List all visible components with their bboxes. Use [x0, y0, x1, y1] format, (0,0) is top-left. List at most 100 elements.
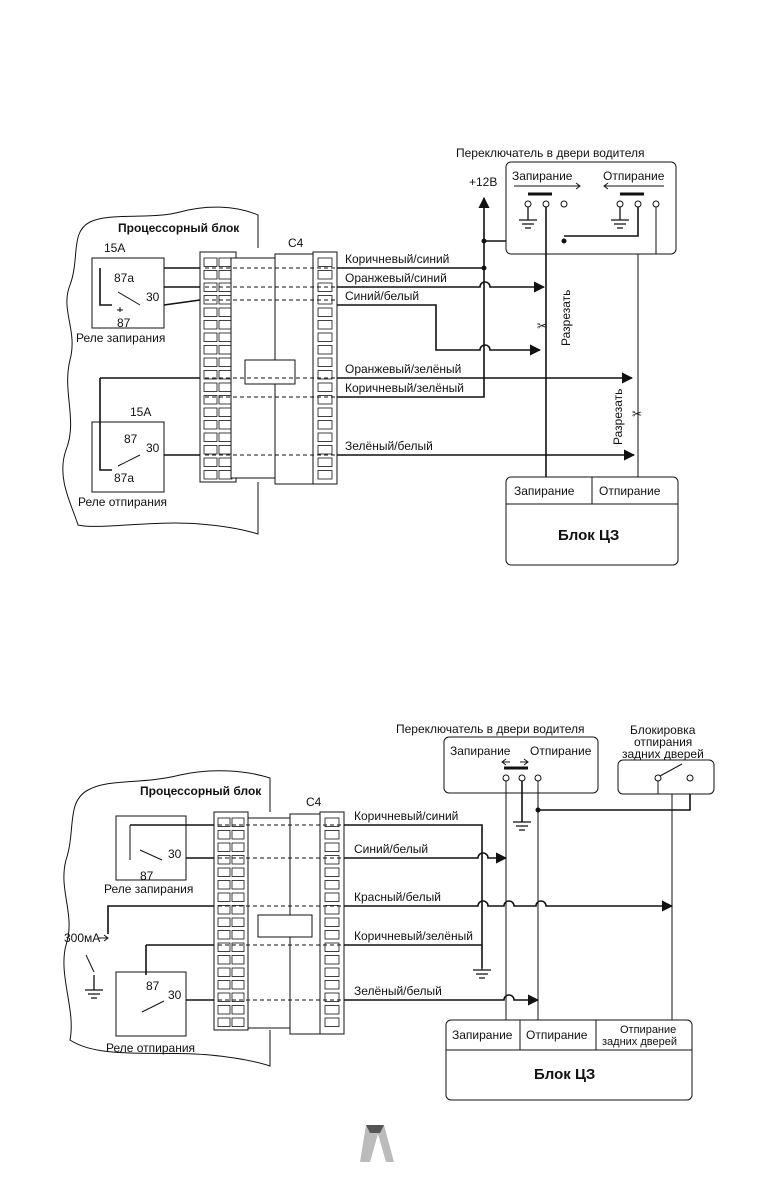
- wire-label-0: Коричневый/синий: [345, 252, 449, 266]
- connector-pin: [203, 432, 218, 442]
- connector-pin: [317, 332, 333, 342]
- connector-pin: [203, 407, 218, 417]
- relay-unlock-box: [91, 421, 165, 493]
- relay-unlock-pin-87-2: 87: [146, 979, 160, 993]
- connector-pin: [217, 955, 231, 965]
- connector-pin: [324, 917, 340, 927]
- connector-pin: [218, 332, 233, 342]
- connector-pin: [218, 382, 233, 392]
- connector-pin: [231, 830, 245, 840]
- connector-pin: [324, 880, 340, 890]
- connector-pin: [324, 905, 340, 915]
- connector-pin: [218, 407, 233, 417]
- connector-pin: [218, 445, 233, 455]
- connector-label: С4: [288, 236, 304, 250]
- connector-pin: [203, 282, 218, 292]
- connector-pin: [203, 345, 218, 355]
- wire-label-2: Синий/белый: [345, 289, 419, 303]
- rear-door-block-box: [617, 759, 715, 795]
- connector-pin: [317, 320, 333, 330]
- switch-lock-label: Запирание: [512, 169, 573, 183]
- connector-pin: [203, 470, 218, 480]
- connector-latch-2: [257, 914, 313, 938]
- fuse-15a-top: 15А: [104, 241, 125, 255]
- wire-orange-blue: [337, 281, 546, 293]
- relay-unlock-label: Реле отпирания: [78, 495, 167, 509]
- connector-pin: [231, 955, 245, 965]
- scissors-icon: ✂: [537, 319, 547, 333]
- connector-pin: [218, 420, 233, 430]
- connector-pin: [231, 917, 245, 927]
- connector-pin: [231, 980, 245, 990]
- processor-block-outline-2: [63, 770, 271, 1067]
- connector-pin: [324, 892, 340, 902]
- processor-block-outline: [62, 206, 259, 535]
- wire2-label-0: Коричневый/синий: [354, 809, 458, 823]
- connector-pin: [217, 842, 231, 852]
- relay-lock-pin-87: 87: [117, 316, 131, 330]
- connector-pin: [317, 345, 333, 355]
- connector-pin: [217, 855, 231, 865]
- relay-unlock-pin-30-2: 30: [168, 988, 182, 1002]
- relay-lock-label-2: Реле запирания: [104, 882, 193, 896]
- connector-pin: [203, 270, 218, 280]
- plus12-label: +12В: [469, 175, 497, 189]
- wire2-brown-blue: [344, 824, 483, 968]
- cz2-block-title: Блок ЦЗ: [534, 1066, 595, 1083]
- connector-pin: [324, 855, 340, 865]
- connector-pin: [231, 967, 245, 977]
- driver-switch-title-2: Переключатель в двери водителя: [396, 722, 584, 736]
- connector-pin: [203, 420, 218, 430]
- cz2-lock-label: Запирание: [452, 1028, 513, 1042]
- connector-pin: [217, 817, 231, 827]
- switch-unlock-label: Отпирание: [603, 169, 665, 183]
- relay-unlock-box-2: [115, 971, 187, 1037]
- connector-pin: [324, 817, 340, 827]
- connector-pin: [324, 867, 340, 877]
- cz-lock-label: Запирание: [514, 484, 575, 498]
- cz-block-box-2: [445, 1019, 693, 1101]
- connector-pin: [217, 892, 231, 902]
- connector-pin: [217, 992, 231, 1002]
- connector-pin: [217, 880, 231, 890]
- connector-pin: [218, 320, 233, 330]
- relay-lock-contact: [117, 291, 141, 306]
- connector-pin: [203, 320, 218, 330]
- connector-pin: [317, 432, 333, 442]
- connector-pin: [231, 842, 245, 852]
- wire2-red-white: [344, 900, 674, 912]
- relay-lock-pin-87-2: 87: [140, 869, 154, 883]
- wire-label-1: Оранжевый/синий: [345, 271, 447, 285]
- ma300-label: 300мА: [64, 931, 100, 945]
- diagram-2: Процессорный блок С4 30 87 Реле запирани…: [63, 722, 715, 1101]
- relay-lock-pin-30: 30: [146, 290, 160, 304]
- scissors-icon: ✂: [632, 407, 642, 421]
- wire-brown-green: [337, 268, 485, 398]
- driver-switch-title: Переключатель в двери водителя: [456, 146, 644, 160]
- connector-pin: [217, 1005, 231, 1015]
- connector-pin: [231, 855, 245, 865]
- connector-pin: [324, 992, 340, 1002]
- connector-pin: [317, 445, 333, 455]
- connector-pin: [324, 830, 340, 840]
- connector-pin: [324, 842, 340, 852]
- connector-pin: [217, 980, 231, 990]
- connector-pin: [218, 345, 233, 355]
- connector-pin: [218, 357, 233, 367]
- wire-label-5: Зелёный/белый: [345, 439, 433, 453]
- relay-unlock-contact: [117, 454, 141, 467]
- wire-blue-white: [337, 304, 542, 356]
- connector-pin: [231, 817, 245, 827]
- cz-unlock-label: Отпирание: [599, 484, 661, 498]
- connector-pin: [203, 445, 218, 455]
- connector-pin: [324, 967, 340, 977]
- connector-pin: [203, 395, 218, 405]
- relay-unlock-label-2: Реле отпирания: [106, 1041, 195, 1055]
- connector-pin: [317, 395, 333, 405]
- connector-pin: [317, 457, 333, 467]
- connector-pin: [231, 930, 245, 940]
- connector-pin: [324, 942, 340, 952]
- diagram-1: Процессорный блок С4 15А 87а 30 87 Реле …: [62, 146, 679, 566]
